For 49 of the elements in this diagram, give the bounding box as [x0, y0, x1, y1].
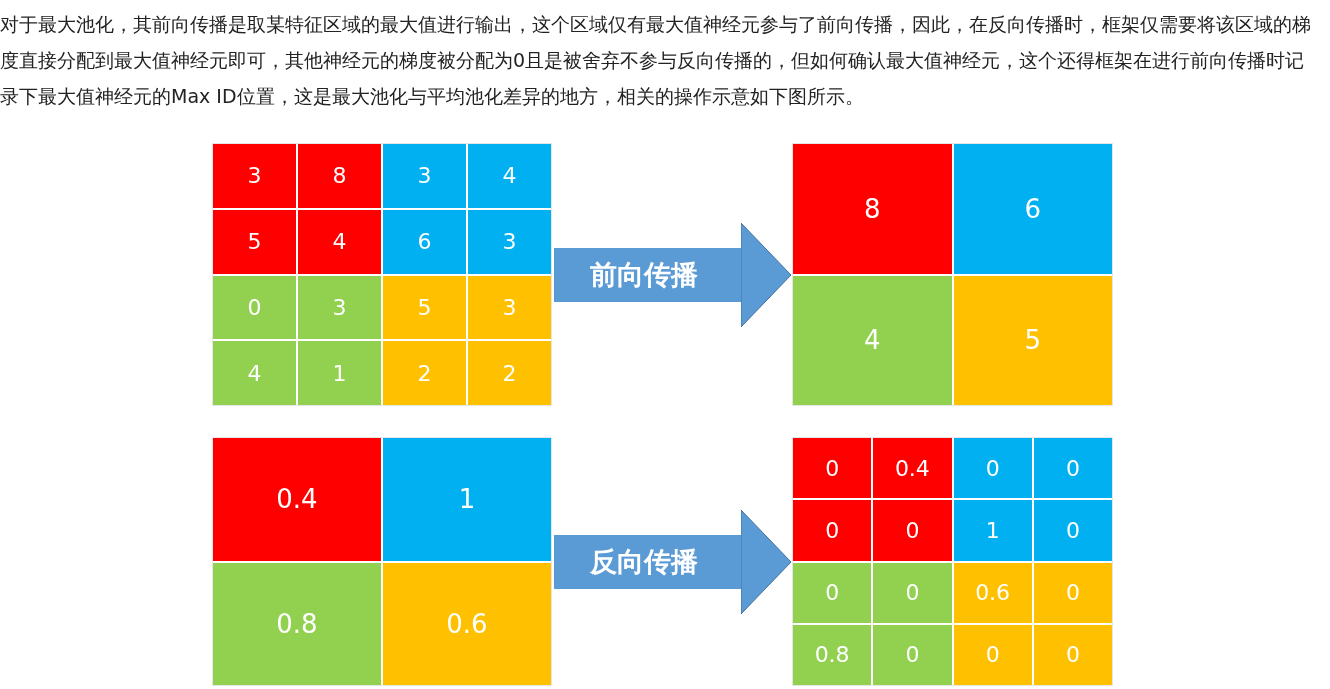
grid-cell: 3: [468, 209, 551, 274]
grid-cell: 3: [213, 144, 296, 208]
paragraph-text: 对于最大池化，其前向传播是取某特征区域的最大值进行输出，这个区域仅有最大值神经元参与了前向传播，因此，在反向传播时，框架仅需要将该区域的梯度直接分配到最大值神经元即可，其他神经元的梯度被分配为0且是被舍弃不参与反向传播的，但如何确认最大值神经元，这个还得框架在进行前向传播时记录下最大值神经元的Max ID位置，这是最大池化与平均池化差异的地方，相关的操作示意如下图所示。: [0, 12, 1312, 109]
grid-cell: 0: [793, 438, 872, 499]
grid-cell: 4: [468, 144, 551, 208]
block-arrow: [554, 222, 792, 328]
grid-cell: 0: [213, 275, 296, 340]
grid-cell: 8: [793, 144, 952, 274]
grid-cell: 6: [953, 144, 1112, 274]
pooling-grid: [792, 143, 1113, 406]
grid-cell: 0: [793, 562, 872, 623]
grid-cell: 0: [1033, 500, 1112, 561]
grid-cell: 3: [468, 275, 551, 340]
pooling-grid: [212, 437, 552, 686]
grid-cell: 2: [468, 341, 551, 405]
grid-cell: 0: [873, 562, 952, 623]
grid-cell: 6: [383, 209, 466, 274]
grid-cell: 0.8: [793, 624, 872, 685]
grid-cell: 0.4: [873, 438, 952, 499]
grid-cell: 0: [953, 438, 1032, 499]
grid-cell: 8: [298, 144, 381, 208]
grid-cell: 0.6: [953, 562, 1032, 623]
grid-cell: 3: [298, 275, 381, 340]
edge-label: 反向传播: [590, 545, 698, 579]
grid-cell: 0: [793, 500, 872, 561]
pooling-grid: [212, 143, 552, 406]
pooling-grid: [792, 437, 1113, 686]
grid-cell: 1: [298, 341, 381, 405]
edge-label: 前向传播: [590, 258, 698, 292]
grid-cell: 1: [383, 438, 551, 561]
grid-cell: 0: [1033, 438, 1112, 499]
grid-cell: 3: [383, 144, 466, 208]
grid-cell: 0: [953, 624, 1032, 685]
grid-cell: 0: [1033, 624, 1112, 685]
grid-cell: 0: [873, 500, 952, 561]
grid-cell: 1: [953, 500, 1032, 561]
grid-cell: 4: [213, 341, 296, 405]
grid-cell: 5: [213, 209, 296, 274]
grid-cell: 0.8: [213, 562, 381, 685]
grid-cell: 5: [953, 275, 1112, 405]
grid-cell: 0: [1033, 562, 1112, 623]
grid-cell: 0.4: [213, 438, 381, 561]
grid-cell: 2: [383, 341, 466, 405]
grid-cell: 5: [383, 275, 466, 340]
grid-cell: 4: [298, 209, 381, 274]
grid-cell: 0: [873, 624, 952, 685]
grid-cell: 0.6: [383, 562, 551, 685]
block-arrow: [554, 509, 792, 615]
grid-cell: 4: [793, 275, 952, 405]
